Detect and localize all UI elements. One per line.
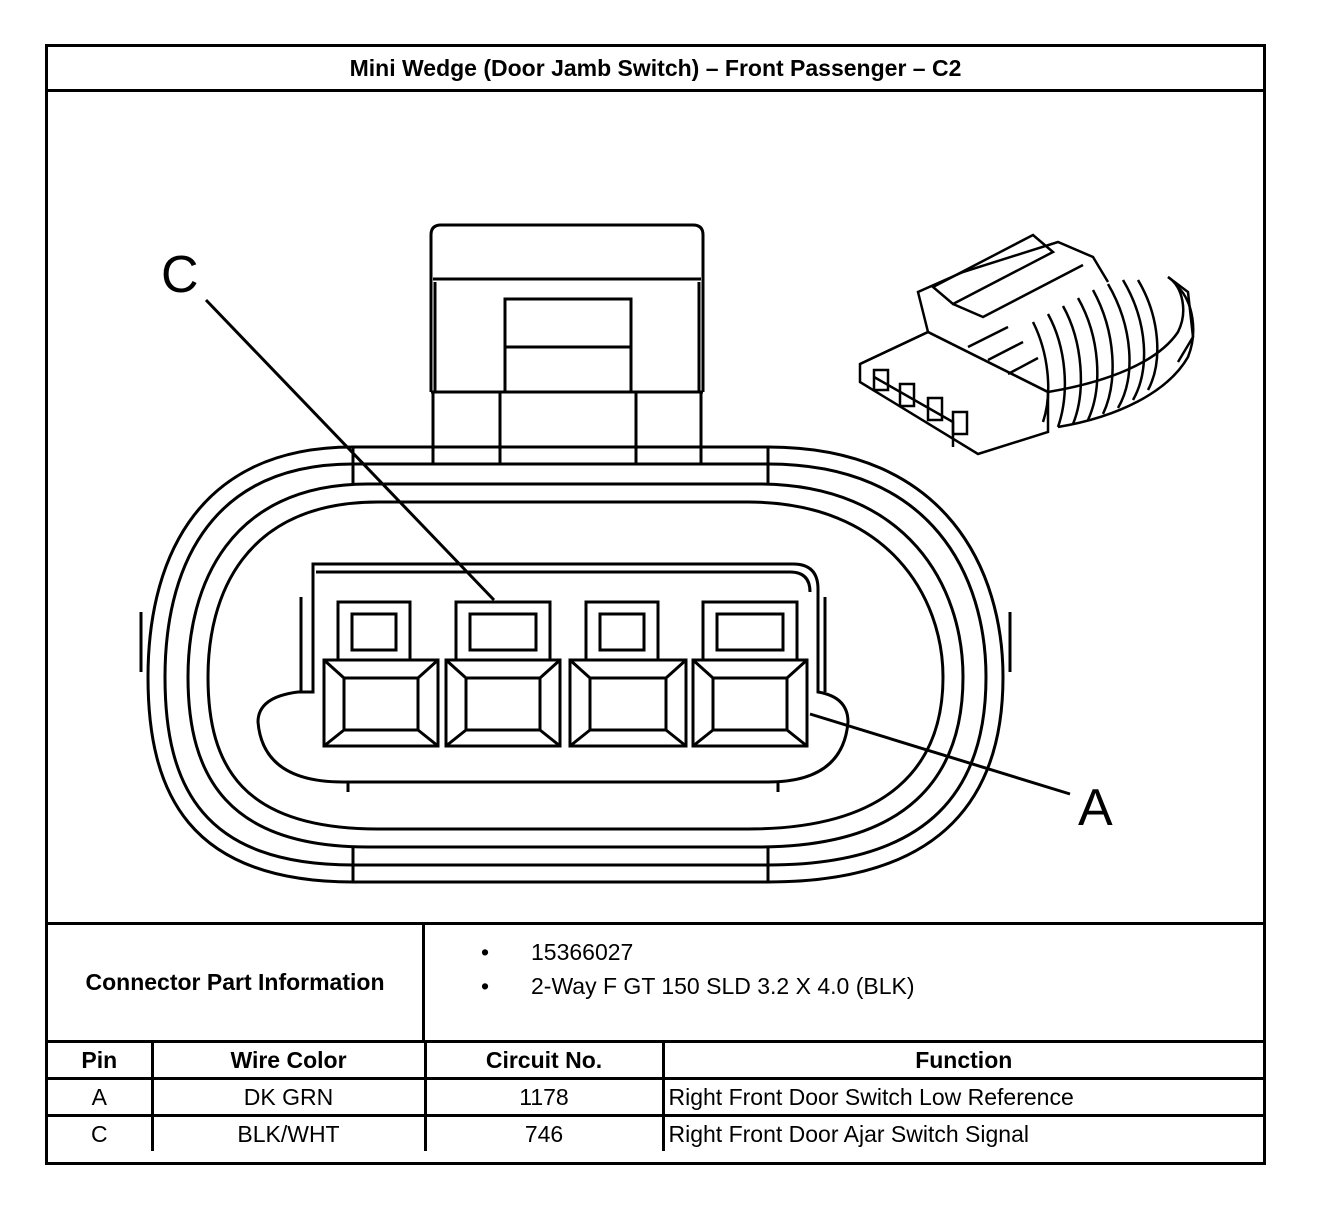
cavity-2 (444, 600, 562, 748)
header-wire-color: Wire Color (150, 1040, 427, 1080)
part-info-item: • 15366027 (425, 935, 1263, 969)
connector-part-info-label: Connector Part Information (48, 925, 425, 1040)
diagram-title: Mini Wedge (Door Jamb Switch) – Front Pa… (48, 47, 1263, 92)
bullet-icon: • (481, 939, 490, 965)
cavity-frame (256, 562, 850, 792)
latch-tab (429, 223, 705, 464)
cavity-1 (322, 600, 440, 748)
callout-letter-c: C (161, 246, 199, 304)
table-row: A DK GRN 1178 Right Front Door Switch Lo… (48, 1077, 1263, 1117)
connector-part-info-list: • 15366027 • 2-Way F GT 150 SLD 3.2 X 4.… (425, 925, 1263, 1050)
connector-face-view: C A (139, 223, 1195, 884)
bullet-icon: • (481, 973, 490, 999)
part-number: 15366027 (531, 939, 634, 965)
cell-function: Right Front Door Switch Low Reference (661, 1077, 1263, 1117)
cell-function: Right Front Door Ajar Switch Signal (661, 1114, 1263, 1151)
callout-letter-a: A (1078, 779, 1113, 837)
terminal-cavities (322, 600, 809, 748)
cavity-4 (691, 600, 809, 748)
cavity-3 (568, 600, 688, 748)
callout-leader-a (809, 712, 1071, 796)
connector-drawing: C A (48, 92, 1263, 922)
header-circuit: Circuit No. (423, 1040, 665, 1080)
connector-sheet: Mini Wedge (Door Jamb Switch) – Front Pa… (45, 44, 1266, 1165)
connector-isometric-view (858, 233, 1195, 456)
cell-circuit: 746 (423, 1114, 665, 1151)
pin-table: Pin Wire Color Circuit No. Function A DK… (48, 1040, 1263, 1151)
cell-pin: A (48, 1077, 154, 1117)
header-pin: Pin (48, 1040, 154, 1080)
part-description: 2-Way F GT 150 SLD 3.2 X 4.0 (BLK) (531, 973, 915, 999)
cell-circuit: 1178 (423, 1077, 665, 1117)
header-function: Function (661, 1040, 1263, 1080)
callout-leader-c (204, 298, 496, 602)
pin-table-header: Pin Wire Color Circuit No. Function (48, 1040, 1263, 1080)
part-info-item: • 2-Way F GT 150 SLD 3.2 X 4.0 (BLK) (425, 969, 1263, 1003)
cell-wire-color: BLK/WHT (150, 1114, 427, 1151)
cell-pin: C (48, 1114, 154, 1151)
table-row: C BLK/WHT 746 Right Front Door Ajar Swit… (48, 1114, 1263, 1151)
cell-wire-color: DK GRN (150, 1077, 427, 1117)
connector-part-info: Connector Part Information • 15366027 • … (48, 922, 1263, 1043)
